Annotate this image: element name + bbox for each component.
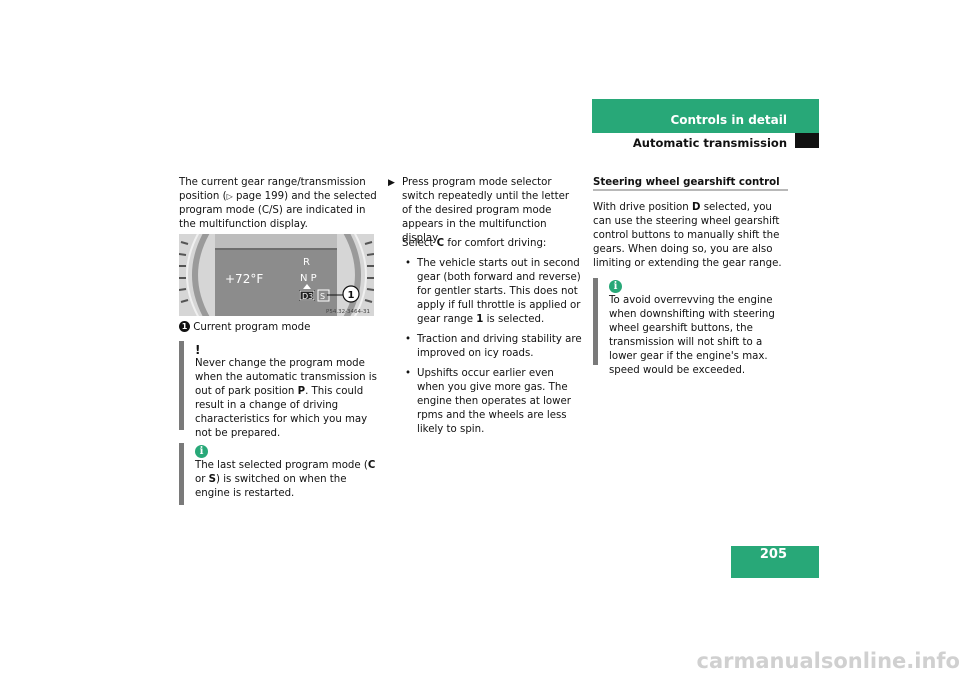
- legend-text: Current program mode: [193, 322, 311, 333]
- heading-rule: [593, 189, 788, 191]
- instruction-step: ▶ Press program mode selector switch rep…: [388, 177, 570, 244]
- info-bar: [593, 278, 598, 365]
- page-ref-arrow-icon: ▷: [226, 192, 233, 201]
- list-item: Traction and driving stability are impro…: [402, 333, 582, 361]
- temperature-readout: +72°F: [225, 272, 263, 286]
- program-mode-icon: S: [320, 292, 325, 301]
- page-topic: Automatic transmission: [632, 136, 787, 150]
- legend-number: 1: [179, 321, 190, 332]
- footer-watermark[interactable]: carmanualsonline.info: [696, 649, 960, 673]
- info-note: i The last selected program mode (C or S…: [195, 445, 380, 501]
- warning-note: ! Never change the program mode when the…: [195, 343, 380, 441]
- info-note: i To avoid overrevving the engine when d…: [609, 280, 789, 378]
- page-number-box: [731, 546, 819, 578]
- header-marker: [795, 133, 819, 148]
- intro-paragraph: The current gear range/transmission posi…: [179, 177, 377, 230]
- gear-pointer-icon: [303, 284, 311, 289]
- legend-item: 1 Current program mode: [179, 321, 379, 335]
- callout-number: 1: [348, 290, 355, 301]
- warning-text: Never change the program mode when the a…: [195, 358, 377, 439]
- select-comfort-line: Select C for comfort driving:: [402, 238, 547, 249]
- step-arrow-icon: ▶: [388, 178, 395, 188]
- header-band: [592, 99, 819, 133]
- info-text: The last selected program mode (C or S) …: [195, 460, 376, 499]
- list-item: The vehicle starts out in second gear (b…: [402, 257, 582, 327]
- list-item: Upshifts occur earlier even when you giv…: [402, 367, 582, 437]
- info-text: To avoid overrevving the engine when dow…: [609, 295, 775, 376]
- warning-bar: [179, 341, 184, 430]
- image-code: P54.32-3464-31: [326, 309, 370, 315]
- gear-r-label: R: [303, 257, 310, 268]
- info-icon: i: [609, 280, 622, 293]
- page-number: 205: [759, 547, 787, 562]
- gearshift-paragraph: With drive position D selected, you can …: [593, 202, 782, 269]
- section-title: Controls in detail: [670, 113, 787, 127]
- info-icon: i: [195, 445, 208, 458]
- gear-d3-label: D3: [302, 292, 313, 301]
- warning-icon: !: [195, 343, 201, 357]
- gear-np-label: N P: [300, 273, 317, 284]
- comfort-bullets: The vehicle starts out in second gear (b…: [402, 257, 582, 443]
- multifunction-display-illustration: +72°F R N P D3 S 1 P54.32-3464-31: [178, 230, 375, 320]
- info-bar: [179, 443, 184, 505]
- section-heading: Steering wheel gearshift control: [593, 177, 780, 188]
